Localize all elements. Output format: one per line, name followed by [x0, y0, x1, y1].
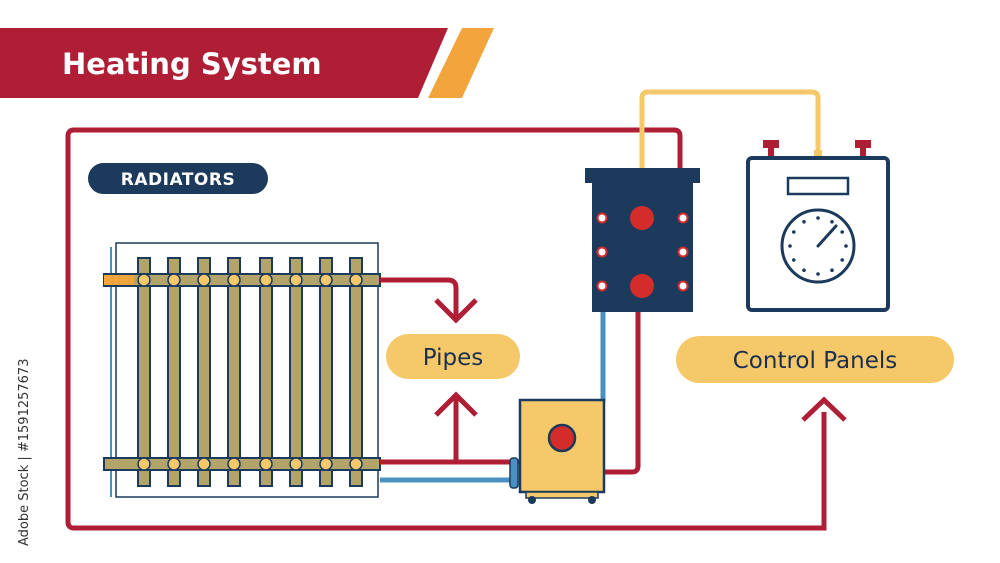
- radiator-frame: [115, 242, 379, 498]
- boiler-rivets: [596, 212, 689, 292]
- meter-gauge-ticks: [788, 216, 848, 276]
- radiator-bolt: [349, 457, 363, 471]
- boiler-rivet: [596, 246, 608, 258]
- title-banner-accent: [428, 28, 494, 98]
- radiator-bolt: [137, 457, 151, 471]
- meter-inlet: [814, 150, 822, 158]
- gauge-tick: [802, 220, 806, 224]
- radiator-bolt: [167, 457, 181, 471]
- pump-indicator-icon: [547, 423, 577, 453]
- gauge-tick: [816, 216, 820, 220]
- gauge-tick: [840, 258, 844, 262]
- radiator-fin: [349, 257, 363, 487]
- radiator-bolt: [137, 273, 151, 287]
- radiator-fin: [319, 257, 333, 487]
- boiler: [585, 168, 700, 312]
- radiators-tag-bg: [88, 163, 268, 194]
- pump-foot-left: [528, 496, 536, 504]
- radiator-bolt: [319, 273, 333, 287]
- meter-valve-right: [855, 140, 871, 148]
- arrow-down-pipes-icon: [434, 298, 478, 324]
- radiator-bolt: [167, 273, 181, 287]
- gauge-tick: [830, 268, 834, 273]
- pipe-valve: [509, 457, 519, 489]
- gauge-tick: [788, 244, 792, 248]
- radiator-bolt: [319, 457, 333, 471]
- gauge-tick: [844, 244, 848, 248]
- radiators-tag: RADIATORS: [88, 163, 268, 194]
- radiator-bolt: [197, 457, 211, 471]
- radiator-bolt: [289, 457, 303, 471]
- radiator-bolt: [349, 273, 363, 287]
- radiator-fin: [289, 257, 303, 487]
- boiler-burner-bottom-icon: [630, 274, 654, 298]
- watermark-text: Adobe Stock | #1591257673: [17, 359, 32, 546]
- radiator-bolt: [259, 457, 273, 471]
- gauge-tick: [802, 268, 806, 273]
- radiator-bolt: [227, 457, 241, 471]
- main-loop-pipe: [65, 127, 827, 531]
- pump-unit: [518, 398, 606, 504]
- boiler-top-cap: [585, 168, 700, 183]
- boiler-rivet: [677, 246, 689, 258]
- radiator-bolt: [289, 273, 303, 287]
- radiators-label: RADIATORS: [121, 170, 235, 190]
- arrow-up-control-panels-icon: [801, 396, 847, 422]
- radiator-bolt: [259, 273, 273, 287]
- radiator-bolts: [137, 273, 363, 471]
- radiator: [103, 242, 381, 498]
- boiler-rivet: [677, 212, 689, 224]
- gauge-tick: [792, 230, 796, 234]
- gauge-tick: [816, 272, 820, 276]
- title-banner-red: [0, 28, 448, 98]
- radiator-fin: [259, 257, 273, 487]
- radiator-fins: [137, 257, 363, 487]
- radiator-fin: [227, 257, 241, 487]
- radiator-fin: [167, 257, 181, 487]
- boiler-return-pipe: [604, 312, 641, 475]
- control-panels-tag-bg: [676, 336, 954, 383]
- boiler-rivet: [677, 280, 689, 292]
- radiator-outlet-pipe: [380, 277, 459, 318]
- gauge-tick: [792, 258, 796, 262]
- radiator-fin: [137, 257, 151, 487]
- control-panels-tag: Control Panels: [676, 336, 954, 383]
- boiler-burner-top-icon: [630, 206, 654, 230]
- meter-gauge-needle: [816, 224, 838, 248]
- pipes-tag-bg: [386, 334, 520, 379]
- title-banner: Heating System: [0, 28, 494, 98]
- radiator-bolt: [197, 273, 211, 287]
- pipes-label: Pipes: [423, 345, 484, 371]
- radiator-top-inlet: [104, 275, 134, 285]
- gauge-tick: [840, 230, 844, 234]
- meter-valve-left: [763, 140, 779, 148]
- meter-display: [786, 176, 850, 196]
- page-title: Heating System: [62, 47, 322, 81]
- radiator-fin: [197, 257, 211, 487]
- pipes-tag: Pipes: [386, 334, 520, 379]
- control-panels-label: Control Panels: [733, 348, 897, 374]
- control-panel-meter: [746, 140, 890, 312]
- meter-valve-right-stem: [860, 146, 866, 158]
- boiler-rivet: [596, 212, 608, 224]
- radiator-side-pipe: [110, 247, 112, 497]
- boiler-rivet: [596, 280, 608, 292]
- gauge-tick: [830, 220, 834, 224]
- radiator-bolt: [227, 273, 241, 287]
- arrow-up-pipes-icon: [434, 391, 478, 417]
- gold-pipe: [639, 89, 821, 168]
- pump-base: [525, 491, 599, 499]
- pump-foot-right: [588, 496, 596, 504]
- meter-valve-left-stem: [768, 146, 774, 158]
